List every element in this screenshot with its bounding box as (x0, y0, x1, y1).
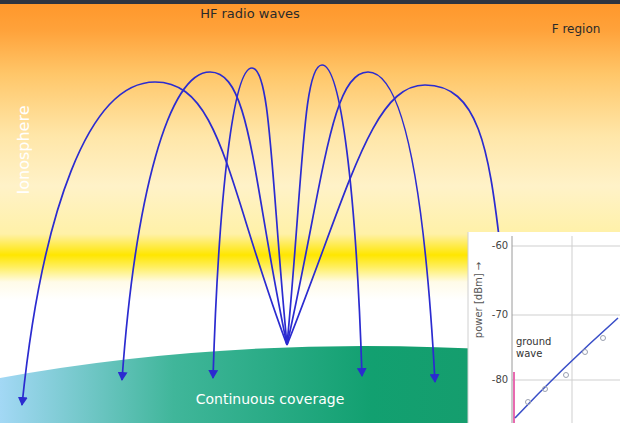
wave-path (122, 72, 287, 380)
tick-label: -70 (492, 309, 508, 321)
region-label: F region (552, 23, 601, 37)
wave-path (287, 65, 362, 376)
tick-label: -80 (492, 374, 508, 386)
curve-label: ground wave (516, 336, 560, 359)
diagram-title: HF radio waves (200, 7, 300, 22)
band-label: Continuous coverage (196, 391, 345, 407)
tick-label: -60 (492, 240, 508, 252)
wave-path (213, 68, 287, 378)
axis-label: power [dBm] → (473, 262, 485, 338)
wave-path (287, 72, 435, 382)
ionosphere-label: Ionosphere (15, 106, 33, 195)
